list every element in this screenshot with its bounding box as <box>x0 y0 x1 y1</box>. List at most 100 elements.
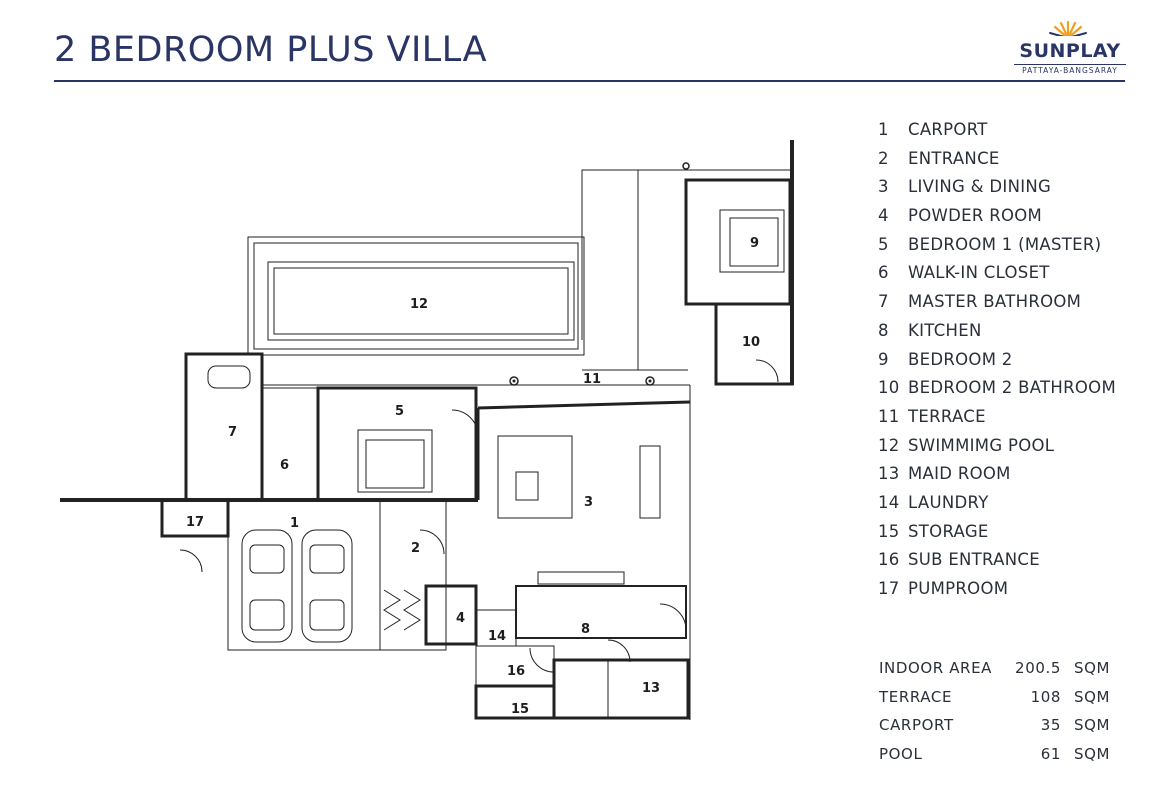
legend-item: 5 BEDROOM 1 (MASTER) <box>878 233 1138 262</box>
legend-item: 3 LIVING & DINING <box>878 175 1138 204</box>
room-label-kitchen: 8 <box>581 622 590 637</box>
legend-item: 17 PUMPROOM <box>878 577 1138 606</box>
room-label-bedroom-2-bathroom: 10 <box>742 335 760 350</box>
legend-number: 5 <box>878 234 889 254</box>
legend-label: KITCHEN <box>908 320 982 340</box>
room-label-swimming-pool: 12 <box>410 297 428 312</box>
legend-label: STORAGE <box>908 521 989 541</box>
brand-subtitle: PATTAYA-BANGSARAY <box>1014 64 1126 75</box>
area-name: TERRACE <box>879 687 953 706</box>
legend-number: 4 <box>878 206 889 226</box>
legend-label: BEDROOM 1 (MASTER) <box>908 234 1102 254</box>
legend-item: 1 CARPORT <box>878 118 1138 147</box>
kitchen <box>515 585 687 639</box>
room-label-pumproom: 17 <box>186 515 204 530</box>
room-label-living-dining: 3 <box>584 495 593 510</box>
area-name: INDOOR AREA <box>879 659 993 677</box>
legend-number: 14 <box>878 492 900 512</box>
room-label-powder-room: 4 <box>456 611 465 626</box>
legend-label: ENTRANCE <box>908 148 1000 168</box>
legend-item: 15 STORAGE <box>878 520 1138 549</box>
area-name: POOL <box>879 745 923 764</box>
legend-item: 14 LAUNDRY <box>878 491 1138 520</box>
legend-item: 16 SUB ENTRANCE <box>878 548 1138 577</box>
legend-label: CARPORT <box>908 120 988 139</box>
room-label-bedroom-2: 9 <box>750 236 759 251</box>
legend-label: PUMPROOM <box>908 579 1009 598</box>
entrance <box>379 499 447 651</box>
swimming-pool <box>267 261 575 341</box>
legend-item: 9 BEDROOM 2 <box>878 348 1138 377</box>
header-divider <box>54 80 1125 82</box>
legend-number: 3 <box>878 177 889 197</box>
legend-number: 7 <box>878 292 889 312</box>
legend-number: 13 <box>878 464 900 484</box>
legend-label: SWIMMIMG POOL <box>908 435 1055 455</box>
area-unit: SQM <box>1074 716 1111 735</box>
area-row: TERRACE 108 SQM <box>879 685 1119 714</box>
legend-item: 13 MAID ROOM <box>878 462 1138 491</box>
area-unit: SQM <box>1074 687 1111 706</box>
area-unit: SQM <box>1074 659 1111 677</box>
master-bathroom <box>184 352 264 502</box>
legend-item: 4 POWDER ROOM <box>878 204 1138 233</box>
area-value: 61 <box>1040 745 1061 764</box>
legend-item: 2 ENTRANCE <box>878 147 1138 176</box>
legend-label: BEDROOM 2 BATHROOM <box>908 378 1117 398</box>
legend-item: 8 KITCHEN <box>878 319 1138 348</box>
room-legend: 1 CARPORT 2 ENTRANCE 3 LIVING & DINING 4 POWDER… <box>878 118 1138 606</box>
sunplay-logo: SUNPLAY PATTAYA-BANGSARAY <box>1010 18 1126 78</box>
legend-number: 1 <box>878 120 889 139</box>
legend-label: MAID ROOM <box>908 464 1011 484</box>
legend-number: 17 <box>878 579 900 598</box>
room-label-master-bathroom: 7 <box>228 425 237 440</box>
legend-number: 15 <box>878 521 900 541</box>
pool-deck <box>247 236 585 356</box>
room-label-bedroom-1: 5 <box>395 404 404 419</box>
legend-label: MASTER BATHROOM <box>908 292 1082 312</box>
legend-label: POWDER ROOM <box>908 206 1043 226</box>
area-unit: SQM <box>1074 745 1111 764</box>
brand-name: SUNPLAY <box>1019 40 1121 62</box>
room-label-storage: 15 <box>511 702 529 717</box>
legend-number: 11 <box>878 406 900 426</box>
legend-item: 10 BEDROOM 2 BATHROOM <box>878 376 1138 405</box>
legend-item: 11 TERRACE <box>878 405 1138 434</box>
powder-room <box>424 584 478 646</box>
floor-plan: 1 2 3 4 5 6 7 8 9 10 11 12 13 14 15 16 1… <box>60 140 794 720</box>
walk-in-closet <box>261 387 319 501</box>
room-label-entrance: 2 <box>411 541 420 556</box>
room-label-terrace: 11 <box>583 372 601 387</box>
room-label-carport: 1 <box>290 516 299 531</box>
area-name: CARPORT <box>879 716 954 735</box>
room-label-maid-room: 13 <box>642 681 660 696</box>
area-value: 108 <box>1030 687 1061 706</box>
legend-number: 16 <box>878 550 900 570</box>
bedroom-2 <box>684 178 792 306</box>
maid-room <box>552 658 690 720</box>
legend-number: 2 <box>878 148 889 168</box>
legend-label: TERRACE <box>908 406 986 426</box>
legend-label: LIVING & DINING <box>908 177 1052 197</box>
sun-icon <box>1049 20 1087 42</box>
legend-label: LAUNDRY <box>908 492 989 512</box>
legend-number: 6 <box>878 263 889 283</box>
room-label-sub-entrance: 16 <box>507 664 525 679</box>
legend-item: 7 MASTER BATHROOM <box>878 290 1138 319</box>
page-title: 2 BEDROOM PLUS VILLA <box>54 30 488 70</box>
area-row: INDOOR AREA 200.5 SQM <box>879 656 1119 685</box>
legend-label: BEDROOM 2 <box>908 349 1013 369</box>
legend-label: SUB ENTRANCE <box>908 550 1040 570</box>
legend-number: 10 <box>878 378 900 398</box>
legend-number: 9 <box>878 349 889 369</box>
area-value: 200.5 <box>1015 659 1061 677</box>
sofa <box>497 435 573 519</box>
room-label-walk-in-closet: 6 <box>280 458 289 473</box>
area-row: POOL 61 SQM <box>879 742 1119 771</box>
legend-number: 12 <box>878 435 900 455</box>
legend-item: 12 SWIMMIMG POOL <box>878 434 1138 463</box>
legend-number: 8 <box>878 320 889 340</box>
